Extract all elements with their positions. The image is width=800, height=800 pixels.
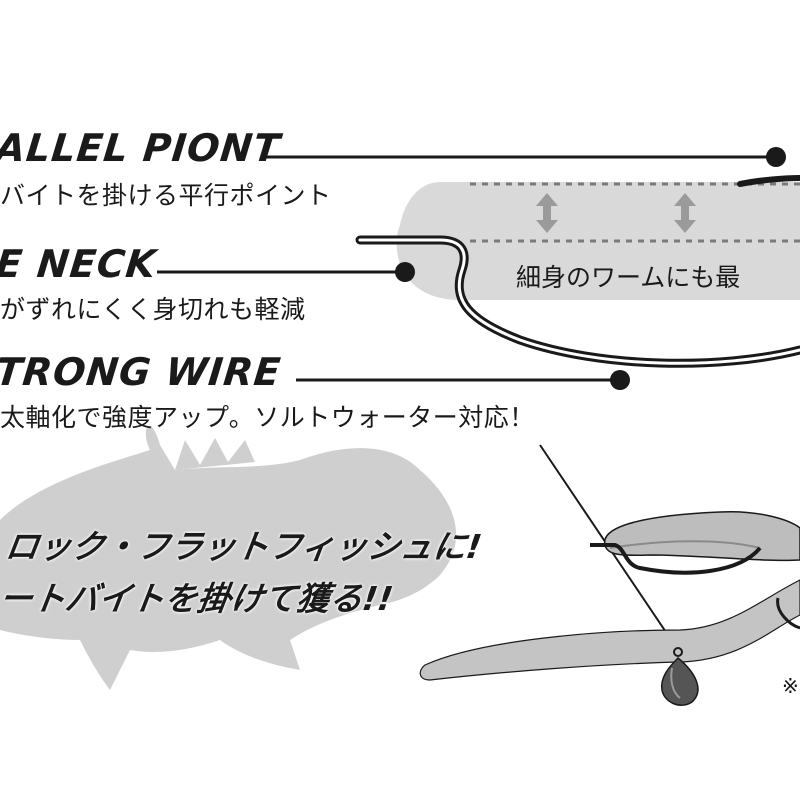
feature-heading-parallel-point: ALLEL PIONT [0,126,283,170]
highlight-band [396,182,800,300]
parallel-arrow-icon [536,193,696,233]
footnote-mark: ※ [782,674,799,698]
leader-lines [157,155,772,382]
rig-illustration [419,444,800,706]
upper-worm [604,510,800,562]
promo-line-2: ートバイトを掛けて獲る!! [0,579,396,618]
hook-illustration [355,175,800,368]
lower-worm [419,579,800,681]
sinker [660,656,699,706]
feature-description-strong-wire: 太軸化で強度アップ。ソルトウォーター対応！ [0,403,535,432]
feature-description-parallel-point: バイトを掛ける平行ポイント [0,181,332,210]
feature-description-neck: がずれにくく身切れも軽減 [0,295,306,324]
promo-line-1: ロック・フラットフィッシュに! [2,527,485,566]
leader-dots [395,147,786,390]
feature-heading-strong-wire: TRONG WIRE [0,350,284,394]
fish-silhouette [0,425,457,690]
worm-compatibility-label: 細身のワームにも最 [516,263,741,292]
feature-heading-neck: E NECK [0,242,159,286]
